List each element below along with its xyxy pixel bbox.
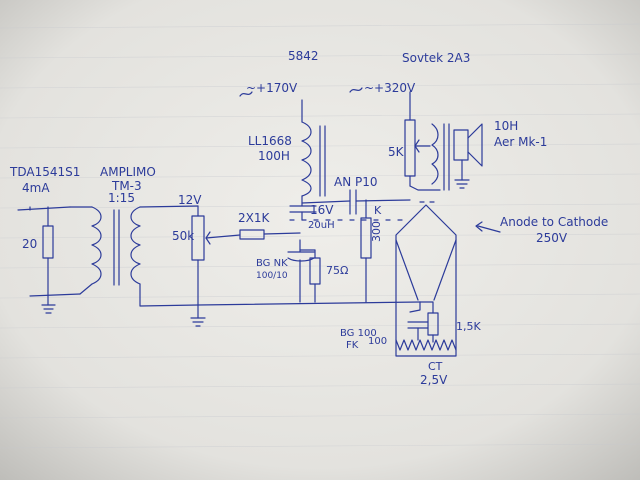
schematic-labels: TDA1541S1 4mA 20 AMPLIMO TM-3 1:15 12V 5…	[9, 49, 608, 387]
label-resistor-20: 20	[22, 237, 37, 251]
label-resistor-300: 300	[370, 221, 383, 242]
label-xfmr-model: TM-3	[111, 179, 142, 193]
label-choke-value: 100H	[258, 149, 290, 163]
label-choke-name: LL1668	[248, 134, 292, 148]
label-ct-voltage: 2,5V	[420, 373, 448, 387]
label-anode-note-2: 250V	[536, 231, 568, 245]
label-output-tube: Sovtek 2A3	[402, 51, 470, 65]
label-cap-bg: BG NK	[256, 258, 288, 269]
label-pot-value: 50k	[172, 229, 194, 243]
label-resistor-75: 75Ω	[326, 264, 348, 277]
label-cap-20uh: 20uH	[308, 220, 335, 231]
label-ct: CT	[428, 360, 443, 373]
label-resistor-1k5: 1,5K	[456, 320, 481, 333]
label-source-current: 4mA	[22, 181, 50, 195]
label-out-xfmr: 10H	[494, 119, 518, 133]
label-cap-bg-fk: BG 100	[340, 328, 377, 339]
label-pot-voltage: 12V	[178, 193, 202, 207]
label-cap-16v: 16V	[310, 203, 334, 217]
label-b-plus-1: ~+170V	[246, 81, 298, 95]
schematic-wiring	[17, 87, 501, 357]
label-resistor-300-k: K	[374, 204, 382, 217]
label-grid-resistor: 2X1K	[238, 211, 270, 225]
label-anode-note-1: Anode to Cathode	[500, 215, 608, 229]
ruled-lines	[0, 23, 640, 449]
label-cap-bg-fk2: FK	[346, 340, 359, 351]
label-tube-rect: 5842	[288, 49, 319, 63]
label-b-plus-2: ~+320V	[364, 81, 416, 95]
label-source-ic: TDA1541S1	[9, 165, 80, 179]
label-out-pot: 5K	[388, 145, 405, 159]
label-cap-bg-fk3: 100	[368, 336, 387, 347]
label-xfmr-name: AMPLIMO	[100, 165, 156, 179]
label-out-xfmr-model: Aer Mk-1	[494, 135, 547, 149]
label-xfmr-ratio: 1:15	[108, 191, 135, 205]
label-coupling-cap: AN P10	[334, 175, 378, 189]
label-cap-bg-value: 100/10	[256, 271, 288, 281]
